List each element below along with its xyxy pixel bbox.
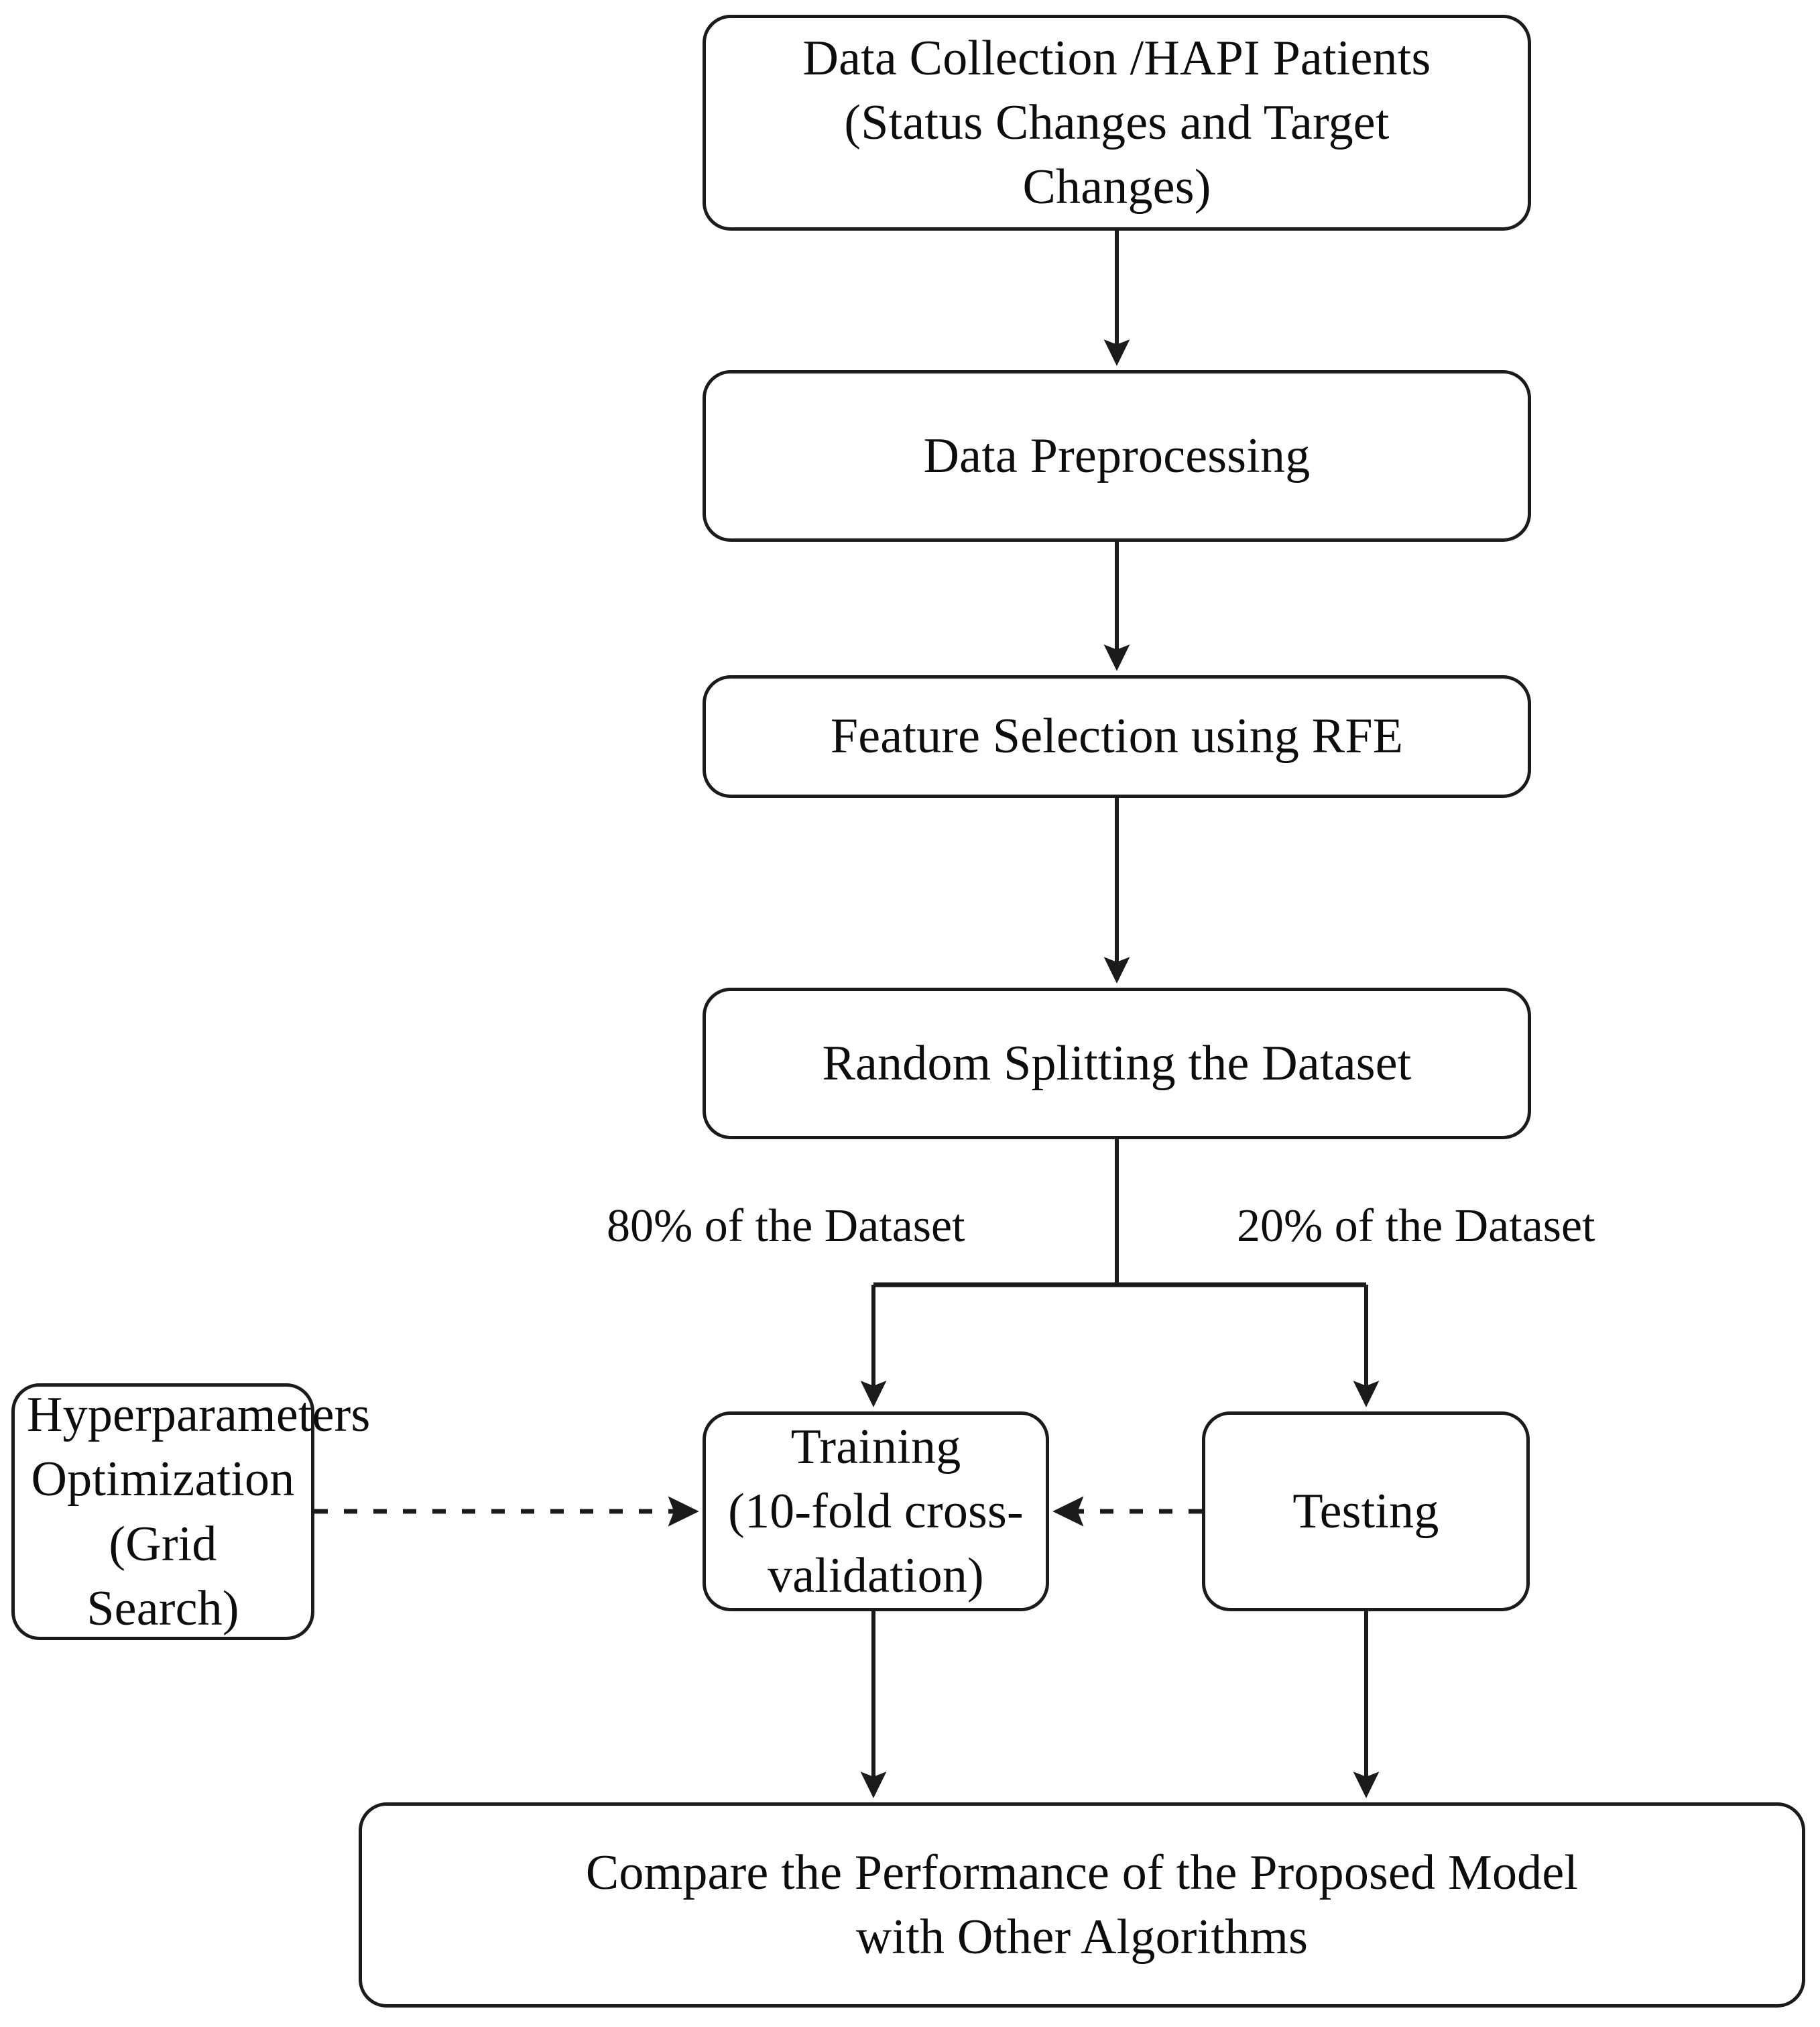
node-random-splitting-label: Random Splitting the Dataset (822, 1035, 1412, 1091)
node-data-collection-label: Data Collection /HAPI Patients (Status C… (802, 30, 1431, 215)
node-testing-label: Testing (1292, 1483, 1439, 1539)
node-compare-performance[interactable]: Compare the Performance of the Proposed … (359, 1802, 1805, 2008)
node-testing[interactable]: Testing (1202, 1411, 1530, 1611)
edge-label-train-split: 80% of the Dataset (607, 1200, 965, 1252)
node-data-preprocessing[interactable]: Data Preprocessing (703, 370, 1531, 542)
node-data-preprocessing-label: Data Preprocessing (923, 428, 1311, 483)
node-feature-selection-label: Feature Selection using RFE (830, 709, 1404, 764)
node-random-splitting[interactable]: Random Splitting the Dataset (703, 988, 1531, 1139)
node-hyperparameters-optimization[interactable]: Hyperparameters Optimization (Grid Searc… (11, 1383, 371, 1640)
node-data-collection[interactable]: Data Collection /HAPI Patients (Status C… (703, 15, 1531, 231)
node-feature-selection[interactable]: Feature Selection using RFE (703, 675, 1531, 798)
node-training-label: Training (10-fold cross- validation) (728, 1419, 1024, 1604)
node-hyperparameters-optimization-label: Hyperparameters Optimization (Grid Searc… (27, 1387, 371, 1636)
node-compare-performance-label: Compare the Performance of the Proposed … (585, 1845, 1579, 1965)
node-training[interactable]: Training (10-fold cross- validation) (703, 1411, 1049, 1611)
edge-label-test-split: 20% of the Dataset (1237, 1200, 1595, 1252)
